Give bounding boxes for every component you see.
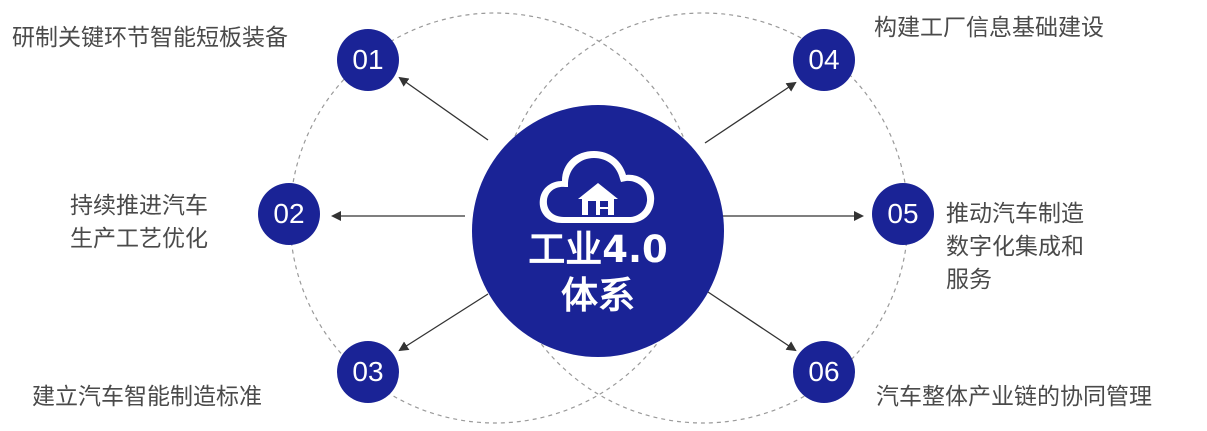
center-circle: 工业4.0 体系 bbox=[472, 105, 724, 357]
label-05-line2: 数字化集成和 bbox=[946, 234, 1084, 260]
label-02-line1: 持续推进汽车 bbox=[70, 193, 208, 219]
node-04: 04 bbox=[793, 29, 855, 91]
arrow-to-03 bbox=[398, 293, 489, 352]
center-title-line2: 体系 bbox=[561, 274, 635, 317]
node-01: 01 bbox=[337, 29, 399, 91]
label-02: 持续推进汽车 生产工艺优化 bbox=[70, 190, 208, 256]
label-06: 汽车整体产业链的协同管理 bbox=[876, 384, 1152, 410]
label-05: 推动汽车制造 数字化集成和 服务 bbox=[946, 198, 1084, 297]
label-04: 构建工厂信息基础建设 bbox=[874, 15, 1104, 41]
center-title-line1: 工业4.0 bbox=[528, 228, 668, 271]
node-05: 05 bbox=[872, 183, 934, 245]
arrow-to-01 bbox=[398, 76, 489, 141]
label-05-line3: 服务 bbox=[946, 267, 992, 293]
label-02-line2: 生产工艺优化 bbox=[70, 226, 208, 252]
cloud-factory-icon bbox=[539, 151, 655, 223]
node-02: 02 bbox=[258, 183, 320, 245]
label-01: 研制关键环节智能短板装备 bbox=[12, 25, 288, 51]
node-03: 03 bbox=[337, 341, 399, 403]
node-06: 06 bbox=[793, 341, 855, 403]
label-05-line1: 推动汽车制造 bbox=[946, 201, 1084, 227]
label-03: 建立汽车智能制造标准 bbox=[32, 384, 262, 410]
center-title: 工业4.0 体系 bbox=[472, 227, 724, 319]
arrow-to-04 bbox=[704, 81, 797, 144]
arrow-to-06 bbox=[704, 289, 797, 352]
